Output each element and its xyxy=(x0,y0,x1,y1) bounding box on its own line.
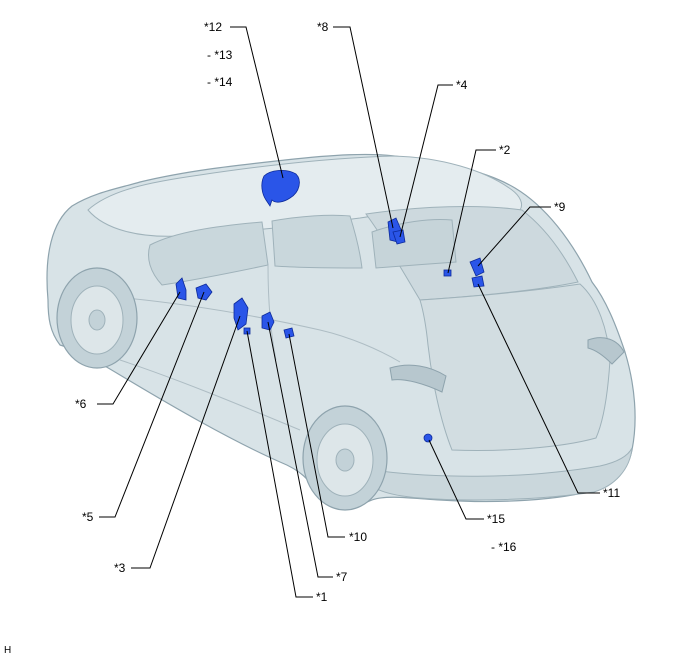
component-4 xyxy=(392,229,406,245)
leader-12 xyxy=(230,26,284,179)
component-15-16 xyxy=(423,433,433,443)
tailgate xyxy=(419,283,611,451)
label-7: *7 xyxy=(336,570,348,584)
label-2: *2 xyxy=(499,143,511,157)
label-16: - *16 xyxy=(491,540,517,554)
label-8: *8 xyxy=(317,20,329,34)
side-sill-line xyxy=(119,359,301,431)
front-wheel xyxy=(56,267,138,369)
label-1: *1 xyxy=(316,590,328,604)
rear-bumper xyxy=(371,447,633,501)
rear-wheel xyxy=(302,405,388,511)
leader-9 xyxy=(477,206,551,267)
label-9: *9 xyxy=(554,200,566,214)
side-window-front xyxy=(148,221,269,286)
label-11: *11 xyxy=(603,486,620,500)
callout-labels: *12 - *13 - *14 *8 *4 *2 *9 *6 *5 *3 *10… xyxy=(4,20,620,656)
component-11 xyxy=(471,275,485,288)
component-2 xyxy=(443,269,452,277)
leader-3 xyxy=(131,315,241,569)
label-4: *4 xyxy=(456,78,468,92)
tail-lamp-right xyxy=(587,337,625,365)
component-12-13-14 xyxy=(261,170,300,207)
label-12: *12 xyxy=(204,20,222,34)
leader-2 xyxy=(447,149,496,274)
leader-15 xyxy=(428,439,484,520)
leader-10 xyxy=(288,333,345,538)
side-window-rear xyxy=(271,214,363,269)
corner-code: H xyxy=(4,645,11,656)
side-character-line xyxy=(89,294,401,363)
leader-5 xyxy=(99,291,205,518)
leader-6 xyxy=(97,291,181,405)
leader-8 xyxy=(333,26,394,229)
leader-7 xyxy=(267,321,333,578)
leader-1 xyxy=(246,330,313,598)
component-10 xyxy=(283,327,295,339)
label-6: *6 xyxy=(75,397,87,411)
component-7 xyxy=(261,311,275,331)
label-3: *3 xyxy=(114,561,126,575)
tail-lamp-left xyxy=(389,364,447,393)
label-10: *10 xyxy=(349,530,367,544)
label-15: *15 xyxy=(487,512,505,526)
leader-4 xyxy=(399,84,453,238)
label-13: - *13 xyxy=(207,48,233,62)
label-14: - *14 xyxy=(207,75,233,89)
leader-11 xyxy=(477,283,600,494)
leader-lines xyxy=(97,26,600,598)
label-5: *5 xyxy=(82,510,94,524)
vehicle-illustration xyxy=(46,153,636,511)
